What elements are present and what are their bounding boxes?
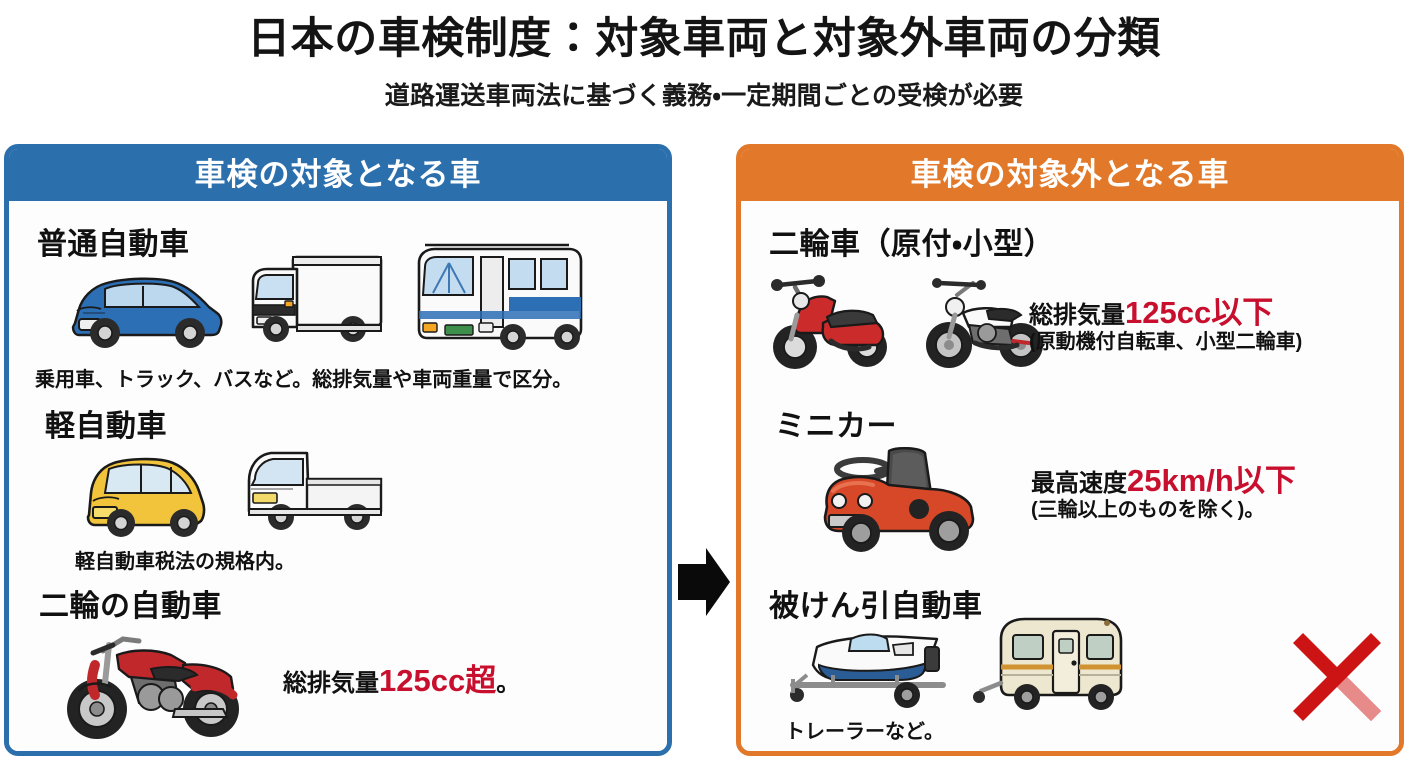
note-prefix-minicar: 最高速度 bbox=[1031, 470, 1127, 497]
section-subnote-small-motorcycle: (原動機付自転車、小型二輪車) bbox=[1029, 331, 1303, 353]
sedan-car bbox=[71, 277, 223, 348]
caravan-trailer bbox=[973, 617, 1123, 710]
section-caption-towed: トレーラーなど。 bbox=[785, 721, 944, 743]
section-note-small-motorcycle: 総排気量125cc以下 bbox=[1029, 287, 1273, 332]
mini-motorcycle bbox=[926, 278, 1043, 368]
page-subtitle: 道路運送車両法に基づく義務・一定期間ごとの受検が必要 bbox=[384, 82, 1024, 111]
page-header: 日本の車検制度：対象車両と対象外車両の分類 道路運送車両法に基づく義務・一定期間… bbox=[0, 0, 1408, 112]
note-prefix-small-motorcycle: 総排気量 bbox=[1029, 302, 1125, 329]
scooter bbox=[771, 275, 887, 369]
panel-exempt-body: 二輪車（原付・小型） bbox=[741, 201, 1399, 751]
section-motorcycle: 二輪の自動車 bbox=[9, 573, 667, 751]
box-truck bbox=[251, 255, 383, 342]
cross-mark bbox=[1293, 633, 1381, 721]
section-ordinary-vehicle: 普通自動車 bbox=[9, 201, 667, 391]
cruiser-motorcycle bbox=[67, 636, 239, 739]
note-highlight-minicar: 25km/h以下 bbox=[1127, 463, 1296, 498]
section-title-ordinary: 普通自動車 bbox=[37, 228, 190, 261]
section-small-motorcycle: 二輪車（原付・小型） bbox=[741, 201, 1399, 391]
city-bus bbox=[417, 243, 583, 350]
minicar bbox=[823, 447, 975, 552]
section-caption-ordinary: 乗用車、トラック、バスなど。総排気量や車両重量で区分。 bbox=[35, 369, 573, 391]
section-title-minicar: ミニカー bbox=[775, 410, 897, 443]
note-highlight-motorcycle: 125cc超 bbox=[379, 663, 497, 698]
panel-subject-body: 普通自動車 bbox=[9, 201, 667, 751]
section-note-motorcycle: 総排気量125cc超。 bbox=[283, 655, 520, 700]
section-minicar: ミニカー bbox=[741, 393, 1399, 573]
right-arrow bbox=[678, 548, 730, 616]
panels-container: 車検の対象となる車 普通自動車 bbox=[0, 144, 1408, 764]
kei-car bbox=[86, 457, 206, 537]
section-title-kei: 軽自動車 bbox=[45, 410, 167, 443]
panel-exempt-vehicles: 車検の対象外となる車 二輪車（原付・小型） bbox=[736, 144, 1404, 756]
section-subnote-minicar: (三輪以上のものを除く)。 bbox=[1031, 499, 1265, 521]
section-kei-vehicle: 軽自動車 bbox=[9, 393, 667, 573]
note-highlight-small-motorcycle: 125cc以下 bbox=[1125, 295, 1274, 330]
section-towed-vehicle: 被けん引自動車 bbox=[741, 573, 1399, 751]
section-title-towed: 被けん引自動車 bbox=[769, 590, 983, 623]
note-prefix-motorcycle: 総排気量 bbox=[283, 670, 379, 697]
boat-trailer bbox=[790, 633, 946, 708]
section-title-small-motorcycle: 二輪車（原付・小型） bbox=[769, 228, 1055, 261]
section-note-minicar: 最高速度25km/h以下 bbox=[1031, 455, 1296, 500]
note-suffix-motorcycle: 。 bbox=[496, 670, 521, 697]
panel-exempt-header: 車検の対象外となる車 bbox=[741, 149, 1399, 201]
kei-truck bbox=[247, 451, 383, 530]
page-title: 日本の車検制度：対象車両と対象外車両の分類 bbox=[247, 15, 1161, 63]
panel-subject-vehicles: 車検の対象となる車 普通自動車 bbox=[4, 144, 672, 756]
panel-subject-header: 車検の対象となる車 bbox=[9, 149, 667, 201]
section-title-motorcycle: 二輪の自動車 bbox=[39, 590, 222, 623]
section-caption-kei: 軽自動車税法の規格内。 bbox=[75, 551, 295, 573]
